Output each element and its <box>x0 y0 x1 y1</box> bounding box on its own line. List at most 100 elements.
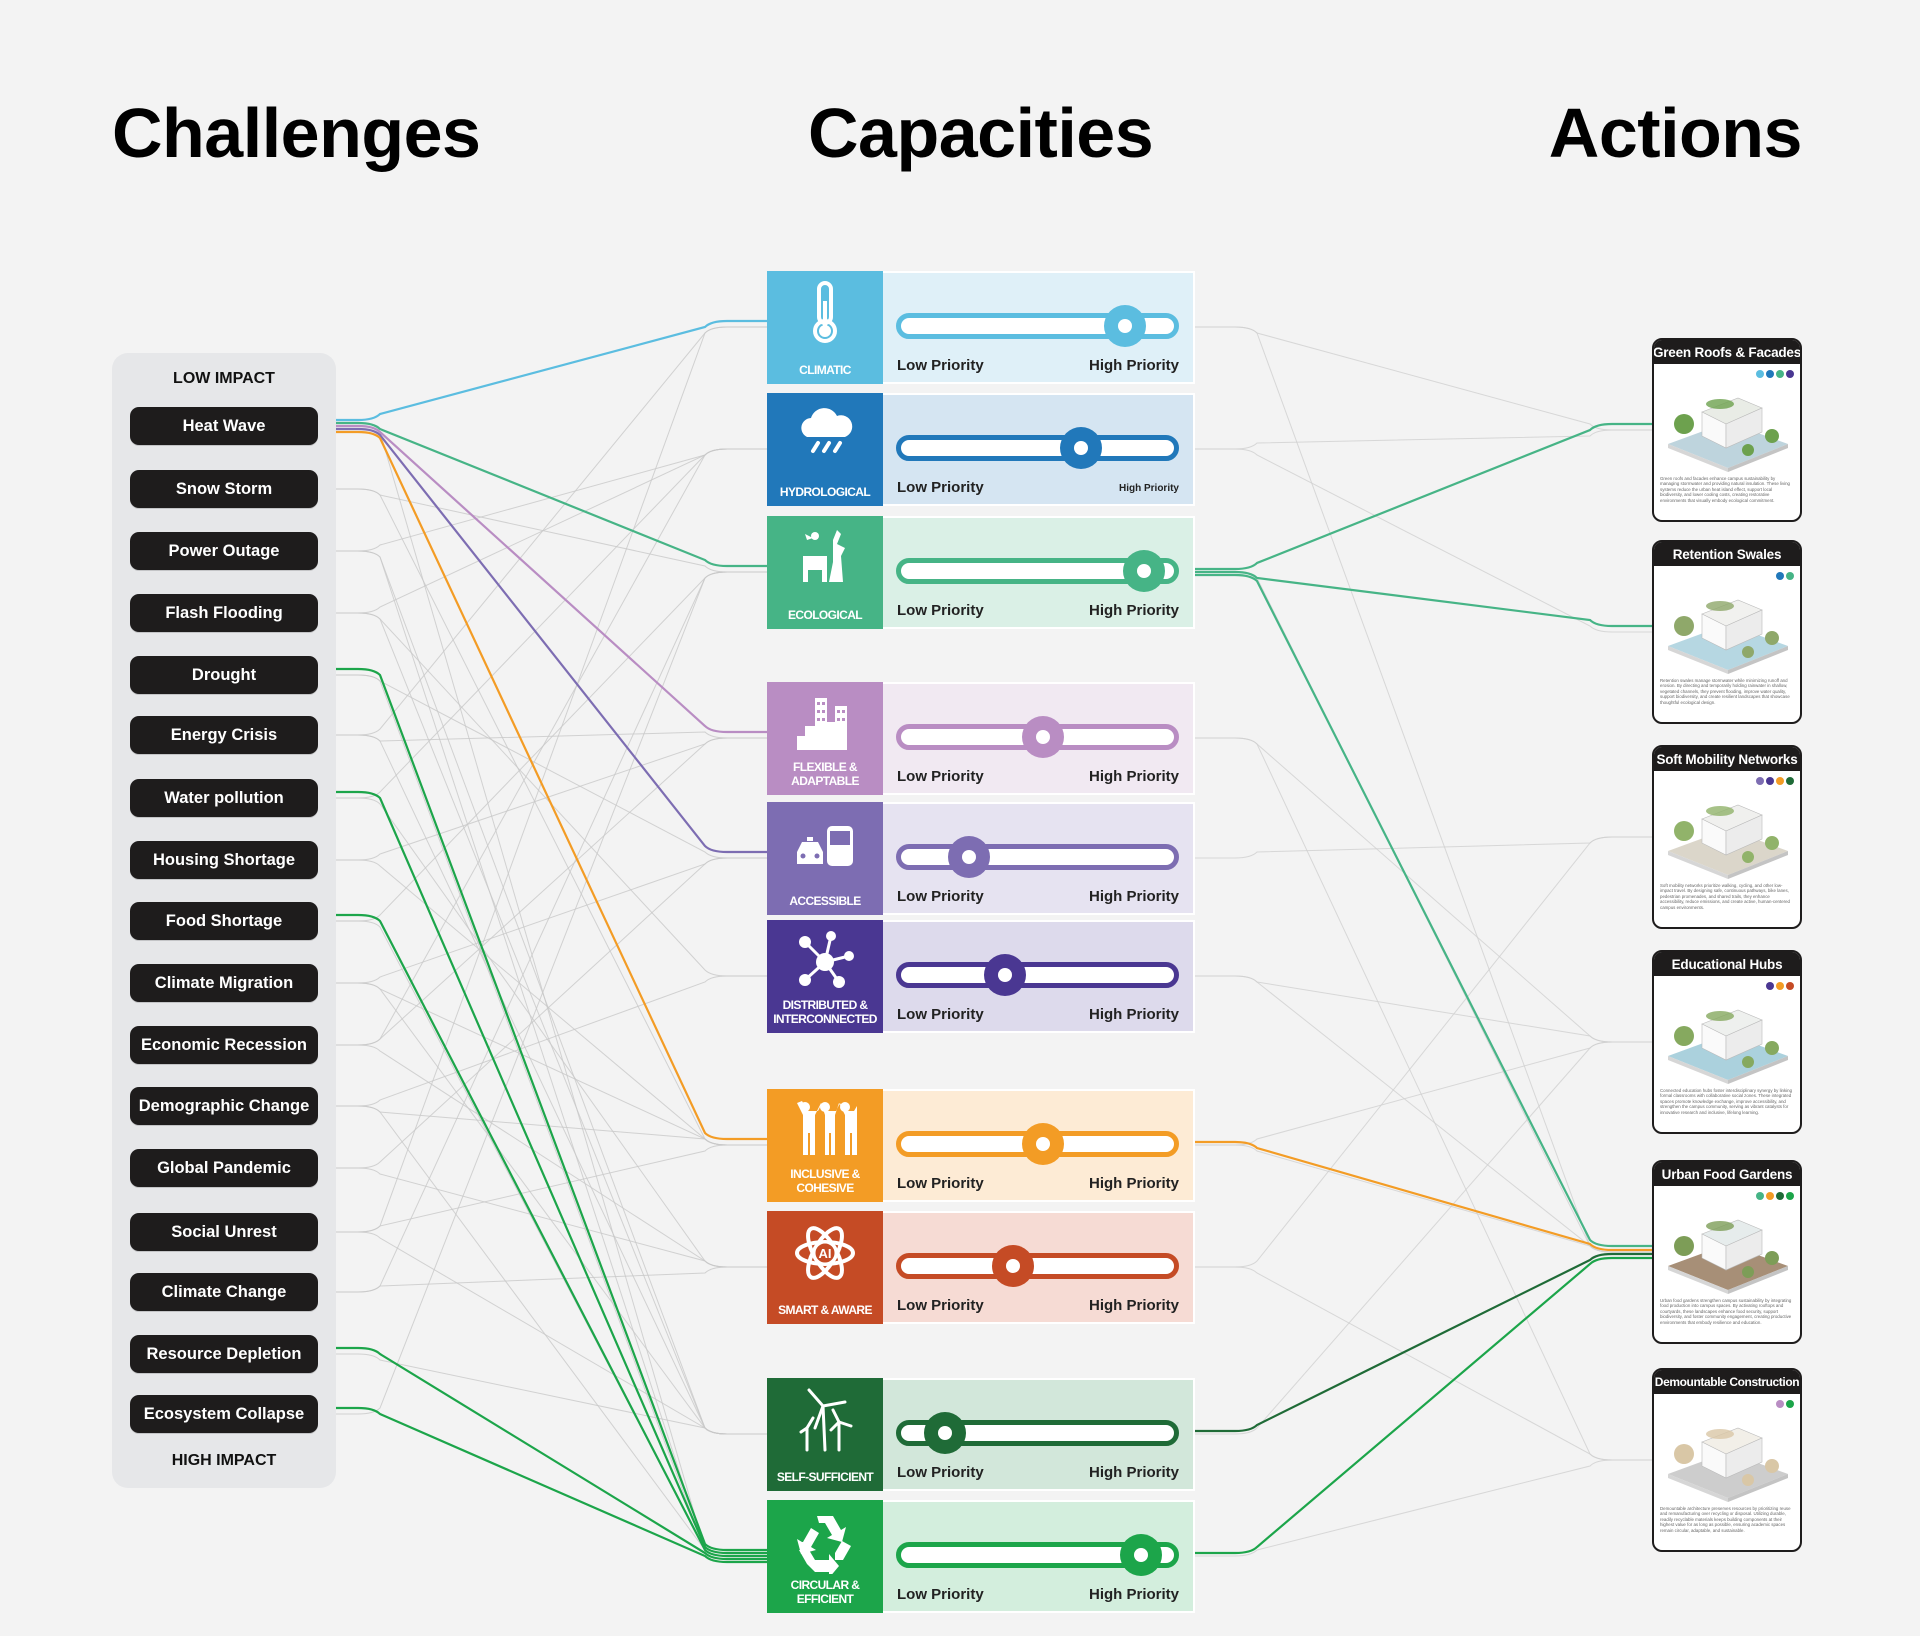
challenge-item[interactable]: Energy Crisis <box>130 716 318 754</box>
slider-knob[interactable] <box>1122 550 1165 592</box>
capacity-dot <box>1776 572 1784 580</box>
capacity-label: SMART & AWARE <box>778 1303 872 1317</box>
slider-track[interactable] <box>896 1534 1179 1576</box>
challenge-item[interactable]: Snow Storm <box>130 470 318 508</box>
highlighted-link <box>1195 422 1652 571</box>
faint-link <box>318 448 767 614</box>
challenge-item[interactable]: Food Shortage <box>130 902 318 940</box>
faint-link <box>318 571 767 1415</box>
slider-track[interactable] <box>896 716 1179 758</box>
challenge-item[interactable]: Heat Wave <box>130 407 318 445</box>
action-title: Green Roofs & Facades <box>1654 340 1800 364</box>
challenge-item[interactable]: Resource Depletion <box>130 1335 318 1373</box>
challenge-item[interactable]: Power Outage <box>130 532 318 570</box>
faint-link <box>318 975 767 1107</box>
capacity-dot <box>1786 982 1794 990</box>
slider-track[interactable] <box>896 1245 1179 1287</box>
priority-slider: Low Priority High Priority <box>883 516 1195 629</box>
slider-track[interactable] <box>896 550 1179 592</box>
action-description: Demountable architecture preserves resou… <box>1660 1506 1791 1533</box>
isometric-illustration <box>1668 1009 1788 1084</box>
low-impact-label: LOW IMPACT <box>173 370 275 387</box>
challenge-item[interactable]: Economic Recession <box>130 1026 318 1064</box>
capacity-dot <box>1776 777 1784 785</box>
challenges-heading: Challenges <box>112 94 481 172</box>
capacity-dots <box>1756 370 1794 378</box>
faint-link <box>318 550 767 1435</box>
faint-link <box>318 612 767 1435</box>
challenge-item[interactable]: Demographic Change <box>130 1087 318 1125</box>
capacity-badge: INCLUSIVE & COHESIVE <box>767 1089 883 1202</box>
capacity-badge: DISTRIBUTED & INTERCONNECTED <box>767 920 883 1033</box>
faint-link <box>318 920 767 1557</box>
slider-knob[interactable] <box>1021 1123 1064 1165</box>
low-priority-label: Low Priority <box>897 768 984 785</box>
action-title: Demountable Construction <box>1654 1370 1800 1394</box>
high-priority-label: High Priority <box>1088 357 1179 374</box>
slider-track[interactable] <box>896 427 1179 469</box>
highlighted-link <box>1195 1256 1652 1555</box>
highlighted-link <box>318 427 767 854</box>
challenge-item[interactable]: Social Unrest <box>130 1213 318 1251</box>
faint-link <box>318 857 767 1169</box>
challenge-item[interactable]: Water pollution <box>130 779 318 817</box>
highlighted-link <box>1195 1252 1652 1433</box>
capacity-dots <box>1776 1400 1794 1408</box>
faint-link <box>1195 448 1652 633</box>
capacity-dot <box>1776 370 1784 378</box>
faint-link <box>318 1105 767 1557</box>
capacity-badge: FLEXIBLE & ADAPTABLE <box>767 682 883 795</box>
slider-knob[interactable] <box>1120 1534 1163 1576</box>
faint-link <box>318 448 767 799</box>
slider-knob[interactable] <box>1060 427 1103 469</box>
low-priority-label: Low Priority <box>897 602 984 619</box>
high-priority-label: High Priority <box>1088 768 1179 785</box>
high-priority-label: High Priority <box>1088 1464 1179 1481</box>
action-description: Retention swales manage stormwater while… <box>1660 678 1790 705</box>
challenge-item[interactable]: Flash Flooding <box>130 594 318 632</box>
slider-knob[interactable] <box>948 836 991 878</box>
slider-knob[interactable] <box>983 954 1026 996</box>
faint-link <box>318 1231 767 1435</box>
slider-track[interactable] <box>896 954 1179 996</box>
challenge-item[interactable]: Drought <box>130 656 318 694</box>
faint-link <box>318 1353 767 1435</box>
capacity-label: CIRCULAR & EFFICIENT <box>790 1578 860 1606</box>
challenge-item[interactable]: Climate Migration <box>130 964 318 1002</box>
capacity-badge: CLIMATIC <box>767 271 883 384</box>
high-priority-label: High Priority <box>1118 483 1179 494</box>
slider-knob[interactable] <box>923 1412 966 1454</box>
slider-knob[interactable] <box>991 1245 1034 1287</box>
capacity-dot <box>1756 1192 1764 1200</box>
challenge-item[interactable]: Ecosystem Collapse <box>130 1395 318 1433</box>
slider-track[interactable] <box>896 305 1179 347</box>
capacity-badge: CIRCULAR & EFFICIENT <box>767 1500 883 1613</box>
slider-track[interactable] <box>896 1123 1179 1165</box>
challenge-item[interactable]: Global Pandemic <box>130 1149 318 1187</box>
buildings-icon <box>797 698 847 750</box>
slider-knob[interactable] <box>1021 716 1064 758</box>
challenge-item[interactable]: Climate Change <box>130 1273 318 1311</box>
slider-knob[interactable] <box>1103 305 1146 347</box>
capacity-dot <box>1756 777 1764 785</box>
challenge-item[interactable]: Housing Shortage <box>130 841 318 879</box>
faint-link <box>318 731 767 742</box>
taxi-bus-icon <box>797 826 853 866</box>
high-priority-label: High Priority <box>1088 602 1179 619</box>
high-priority-label: High Priority <box>1088 1586 1179 1603</box>
highlighted-link <box>318 790 767 1555</box>
capacity-label: SELF-SUFFICIENT <box>776 1470 874 1484</box>
slider-track[interactable] <box>896 1412 1179 1454</box>
slider-track[interactable] <box>896 836 1179 878</box>
